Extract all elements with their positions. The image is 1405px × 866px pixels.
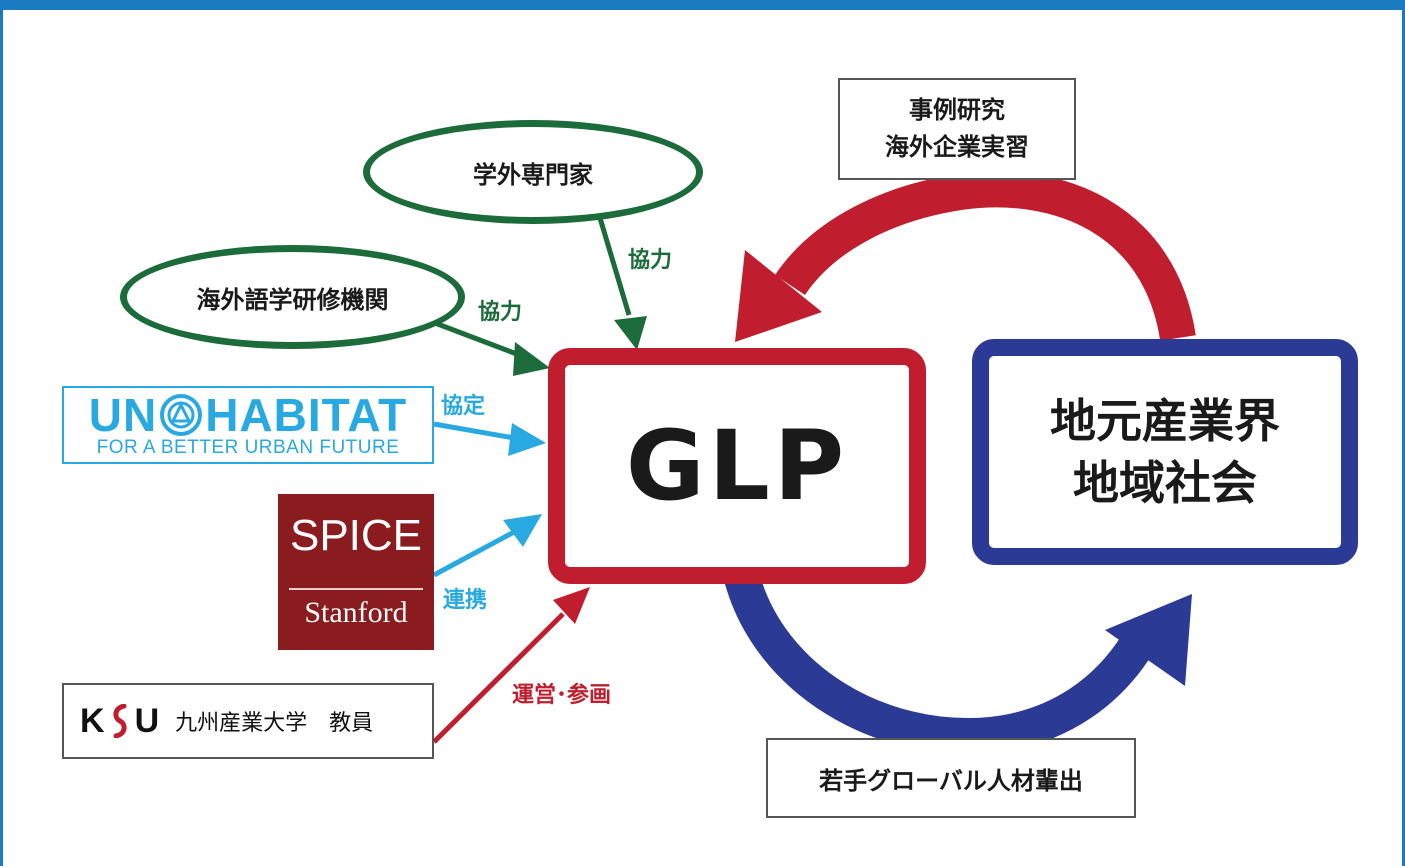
language-arrowhead bbox=[513, 342, 550, 376]
language-institution-oval: 海外語学研修機関 bbox=[120, 245, 465, 349]
language-arrow bbox=[434, 320, 523, 359]
glp-label: GLP bbox=[625, 410, 849, 522]
glp-box: GLP bbox=[548, 348, 926, 584]
spice-link-label: 連携 bbox=[443, 588, 488, 613]
ksu-logo: K U bbox=[80, 702, 159, 741]
ksu-logo-s-icon bbox=[113, 704, 127, 738]
language-institution-label: 海外語学研修機関 bbox=[196, 285, 389, 314]
experts-arrow bbox=[597, 217, 632, 316]
local-industry-label: 地元産業界 bbox=[1050, 393, 1280, 448]
overseas-internship-label: 海外企業実習 bbox=[885, 133, 1029, 161]
ksu-faculty-label: 九州産業大学 教員 bbox=[175, 711, 374, 736]
ksu-logo-k: K bbox=[80, 701, 105, 740]
case-study-label: 事例研究 bbox=[909, 95, 1005, 124]
un-habitat-tagline: FOR A BETTER URBAN FUTURE bbox=[96, 437, 400, 458]
un-habitat-logo: UN HABITAT FOR A BETTER URBAN FUTURE bbox=[62, 386, 434, 464]
spice-arrowhead bbox=[503, 514, 542, 547]
local-community-label: 地域社会 bbox=[1073, 456, 1257, 510]
case-study-box: 事例研究 海外企業実習 bbox=[838, 78, 1076, 180]
unhabitat-arrowhead bbox=[508, 423, 546, 456]
spice-arrow bbox=[432, 529, 516, 578]
ksu-arrow bbox=[432, 612, 565, 744]
experts-arrowhead bbox=[614, 316, 647, 350]
ksu-logo-u: U bbox=[134, 701, 160, 740]
ksu-arrowhead bbox=[553, 587, 590, 624]
top-bar bbox=[0, 0, 1405, 10]
language-link-label: 協力 bbox=[478, 300, 523, 325]
cycle-arrowhead-bottom bbox=[1105, 594, 1192, 686]
un-habitat-habitat: HABITAT bbox=[205, 389, 408, 441]
cycle-arrow-bottom bbox=[724, 572, 1156, 754]
ksu-link-label: 運営･参画 bbox=[512, 683, 612, 708]
un-habitat-wordmark: UN HABITAT bbox=[89, 392, 407, 438]
spice-divider bbox=[289, 588, 423, 590]
global-talent-label: 若手グローバル人材輩出 bbox=[819, 766, 1083, 795]
unhabitat-arrow bbox=[433, 421, 515, 441]
spice-title: SPICE bbox=[289, 511, 423, 560]
local-industry-box: 地元産業界 地域社会 bbox=[972, 339, 1358, 565]
global-talent-box: 若手グローバル人材輩出 bbox=[766, 738, 1136, 818]
cycle-arrowhead-top bbox=[735, 250, 822, 342]
experts-oval: 学外専門家 bbox=[363, 120, 703, 224]
experts-link-label: 協力 bbox=[628, 248, 673, 273]
un-habitat-un: UN bbox=[88, 389, 158, 441]
spice-subtitle: Stanford bbox=[304, 596, 408, 629]
unhabitat-link-label: 協定 bbox=[441, 394, 486, 419]
spice-stanford-logo: SPICE Stanford bbox=[278, 494, 434, 650]
un-habitat-emblem-icon bbox=[160, 394, 203, 436]
cycle-arrow-top bbox=[775, 171, 1196, 342]
ksu-faculty-box: K U 九州産業大学 教員 bbox=[62, 683, 434, 759]
experts-label: 学外専門家 bbox=[473, 160, 593, 189]
